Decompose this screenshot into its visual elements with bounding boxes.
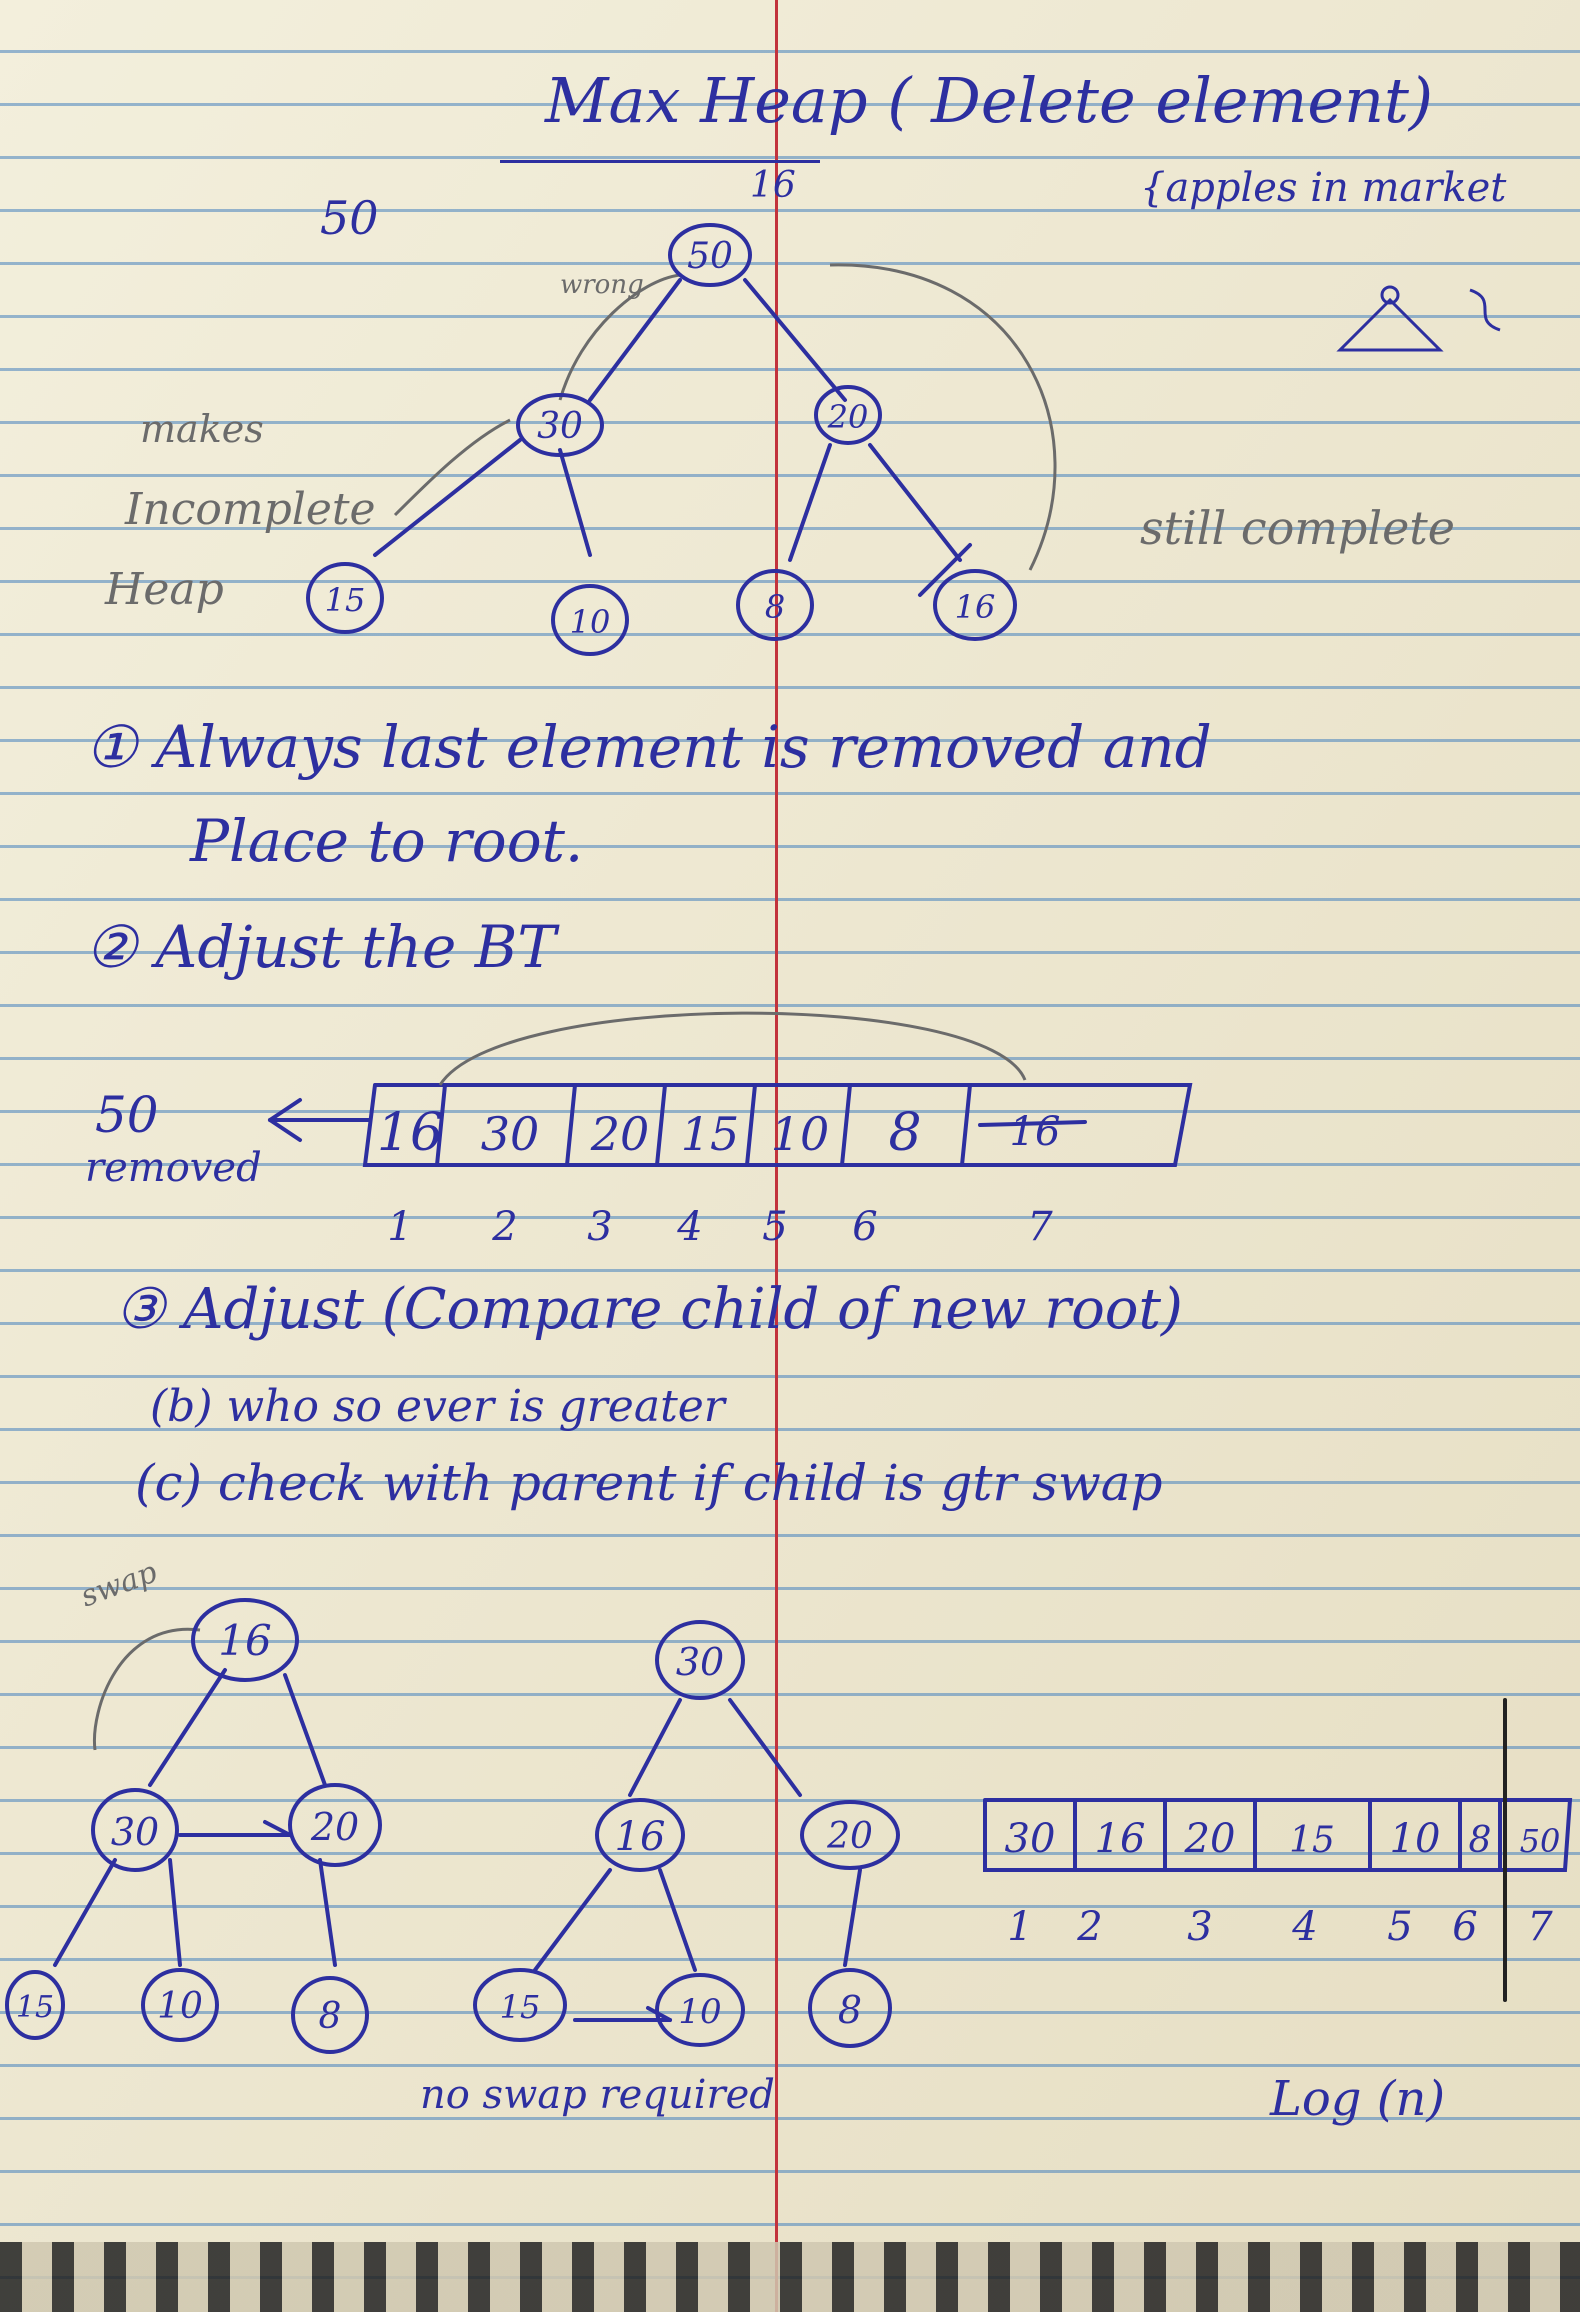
array1-index: 4 — [676, 1204, 702, 1250]
tree3-node-label: 16 — [615, 1814, 666, 1860]
tree3-node-label: 15 — [500, 1988, 541, 2026]
array1-cell: 8 — [888, 1103, 921, 1163]
node — [516, 393, 604, 457]
tree3-node-label: 8 — [838, 1988, 862, 2032]
array2-cell: 10 — [1390, 1816, 1441, 1862]
array2-index: 5 — [1387, 1904, 1412, 1950]
array1-index: 7 — [1027, 1204, 1053, 1250]
wrong-note: wrong — [560, 270, 644, 300]
page-title: Max Heap ( Delete element) — [545, 64, 1434, 137]
array1-cell: 20 — [590, 1107, 650, 1161]
array2-cell: 16 — [1095, 1816, 1146, 1862]
tree2-node-label: 30 — [111, 1810, 159, 1854]
removed-label: removed — [85, 1145, 262, 1191]
array1-index: 3 — [587, 1204, 612, 1250]
tree1-node-label: 15 — [325, 581, 366, 619]
step3-b-text: (b) who so ever is greater — [150, 1381, 725, 1432]
step1-line2: Place to root. — [190, 807, 584, 875]
step3-text: ③ Adjust (Compare child of new root) — [115, 1277, 1183, 1342]
still-complete-note: still complete — [1140, 501, 1456, 555]
array1-cell: 15 — [681, 1107, 740, 1161]
array2-cell: 50 — [1520, 1822, 1561, 1860]
array1-index: 2 — [491, 1204, 517, 1250]
tree2-node-label: 8 — [319, 1996, 342, 2037]
node — [814, 385, 882, 445]
removed-value: 50 — [95, 1086, 159, 1144]
array1-index: 5 — [762, 1204, 787, 1250]
array1-cell: 16 — [1010, 1109, 1061, 1155]
array2-index: 4 — [1291, 1904, 1317, 1950]
array2-index: 6 — [1452, 1904, 1477, 1950]
incomplete-note: Incomplete — [125, 484, 376, 535]
array2-index: 2 — [1076, 1904, 1102, 1950]
step2-text: ② Adjust the BT — [85, 913, 557, 981]
tree3-node-label: 20 — [826, 1816, 873, 1857]
tree1-node-label: 8 — [765, 588, 785, 626]
heap-note: Heap — [105, 564, 224, 615]
node — [933, 569, 1017, 641]
array2-index: 1 — [1007, 1904, 1032, 1950]
makes-note: makes — [140, 407, 264, 451]
tree3-node-label: 10 — [678, 1992, 721, 2032]
tree3-node-label: 30 — [676, 1640, 724, 1684]
node-root — [668, 223, 752, 287]
node — [306, 562, 384, 634]
array1-cell: 10 — [771, 1107, 830, 1161]
complexity-note: Log (n) — [1270, 2071, 1446, 2127]
title-underline — [500, 160, 820, 163]
array1-cell: 16 — [377, 1103, 443, 1163]
apples-note: {apples in market — [1140, 165, 1507, 211]
array2-index: 3 — [1187, 1904, 1212, 1950]
tree2-node-label: 20 — [310, 1805, 359, 1849]
array2-cell: 8 — [1469, 1820, 1492, 1861]
spiral-binding — [0, 2242, 1580, 2312]
tree1-root-label: 50 — [687, 236, 733, 277]
sixteen-note: 16 — [750, 165, 796, 206]
tree1-node-label: 20 — [827, 398, 869, 436]
margin-line — [775, 0, 778, 2312]
no-swap-note: no swap required — [420, 2072, 775, 2118]
node — [551, 584, 629, 656]
step3-c-text: (c) check with parent if child is gtr sw… — [135, 1454, 1163, 1512]
tree2-node-label: 16 — [218, 1616, 271, 1665]
node — [736, 569, 814, 641]
array1-index: 6 — [852, 1204, 877, 1250]
tree1-node-label: 10 — [570, 603, 611, 641]
array2-cell: 15 — [1289, 1820, 1335, 1861]
tree2-node-label: 15 — [16, 1990, 54, 2025]
array1-index: 1 — [387, 1204, 412, 1250]
tree2-node-label: 10 — [157, 1986, 203, 2027]
fifty-note: 50 — [320, 191, 379, 245]
tree1-node-label: 30 — [537, 406, 583, 447]
step1-line1: ① Always last element is removed and — [85, 713, 1212, 781]
array2-cell: 30 — [1005, 1816, 1056, 1862]
array2-cell: 20 — [1184, 1816, 1236, 1862]
array2-index: 7 — [1527, 1904, 1553, 1950]
tree1-node-label: 16 — [955, 588, 996, 626]
array1-cell: 30 — [481, 1107, 540, 1161]
